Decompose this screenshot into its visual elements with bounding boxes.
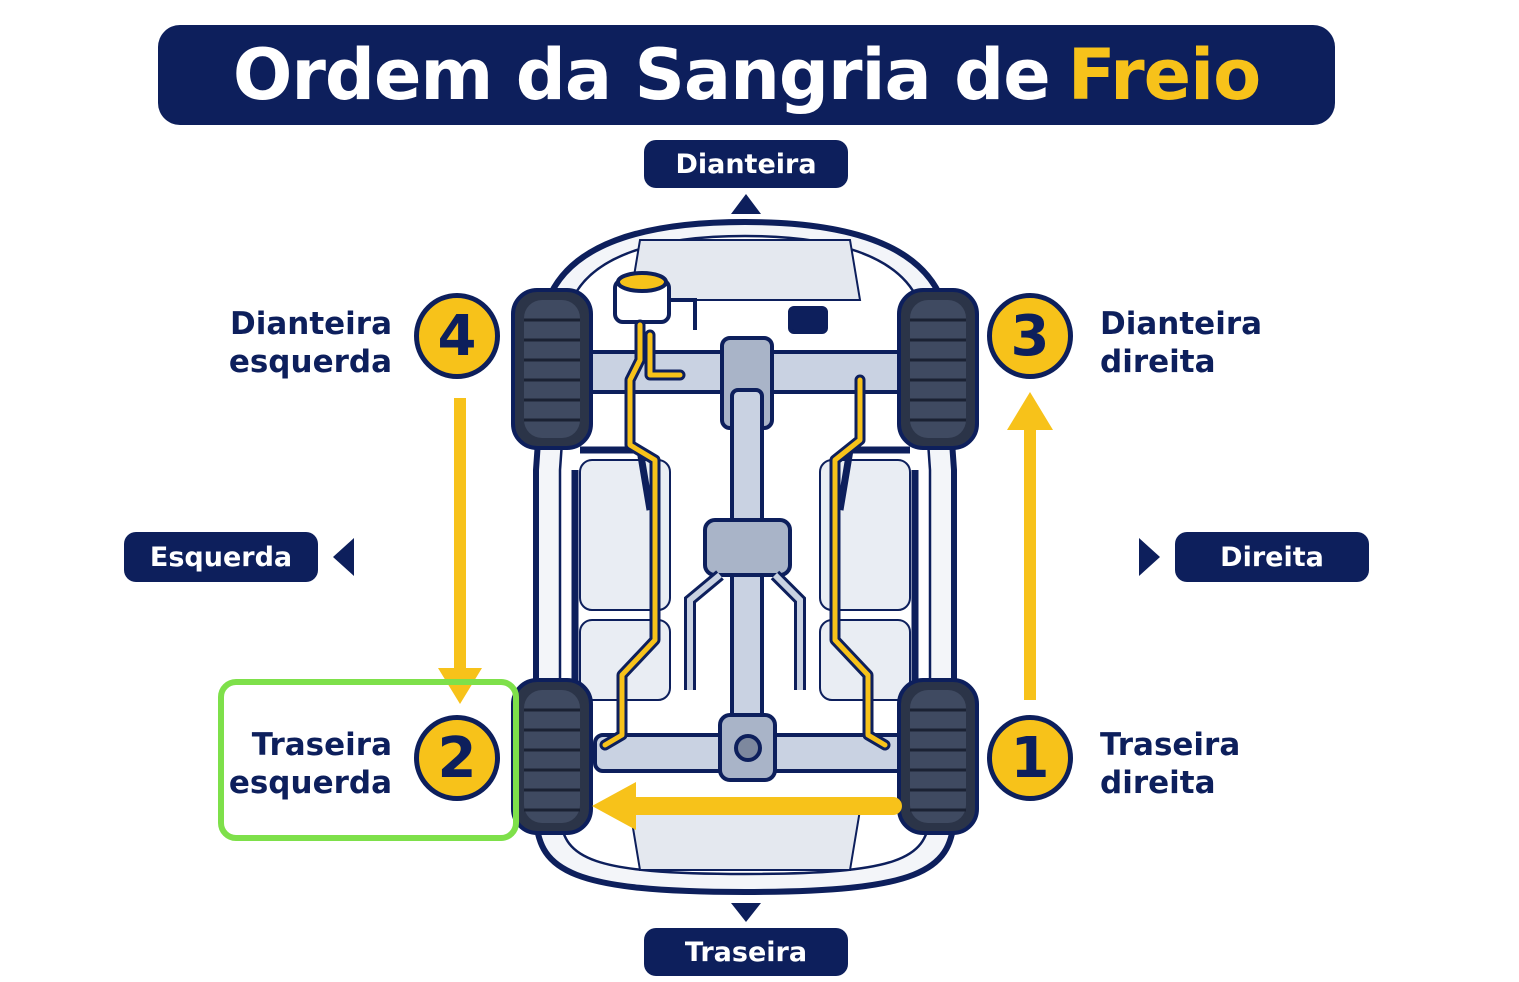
left-label: Esquerda: [124, 532, 318, 582]
order-badge-2: 2: [414, 715, 500, 801]
chassis-frame: [571, 336, 919, 782]
front-label: Dianteira: [644, 140, 848, 188]
title-highlight: Freio: [1067, 34, 1261, 116]
label-traseira-direita: Traseira direita: [1100, 727, 1241, 801]
highlight-box-traseira-esquerda: [218, 679, 519, 841]
label-dianteira-esquerda: Dianteira esquerda: [228, 306, 392, 380]
wheel-rear-right-icon: [897, 678, 979, 835]
brake-lines: [599, 319, 891, 751]
wheel-front-right-icon: [897, 288, 979, 450]
order-badge-1: 1: [987, 715, 1073, 801]
title-text: Ordem da Sangria de: [232, 34, 1051, 116]
sequence-arrow-4-to-3: [1007, 392, 1053, 700]
wheel-rear-left-icon: [511, 678, 593, 835]
right-arrow-icon: [1139, 538, 1160, 576]
wheel-front-left-icon: [511, 288, 593, 450]
rear-label: Traseira: [644, 928, 848, 976]
brake-reservoir-icon: [613, 271, 828, 334]
left-arrow-icon: [333, 538, 354, 576]
order-badge-4: 4: [414, 293, 500, 379]
label-traseira-esquerda: Traseira esquerda: [228, 727, 392, 801]
order-badge-3: 3: [987, 293, 1073, 379]
sequence-arrow-1-to-2: [592, 782, 902, 830]
label-dianteira-direita: Dianteira direita: [1100, 306, 1263, 380]
sequence-arrow-2-to-4: [438, 398, 482, 704]
rear-arrow-icon: [731, 903, 761, 922]
title-banner: Ordem da Sangria de Freio: [158, 25, 1335, 125]
right-label: Direita: [1175, 532, 1369, 582]
front-arrow-icon: [731, 194, 761, 214]
